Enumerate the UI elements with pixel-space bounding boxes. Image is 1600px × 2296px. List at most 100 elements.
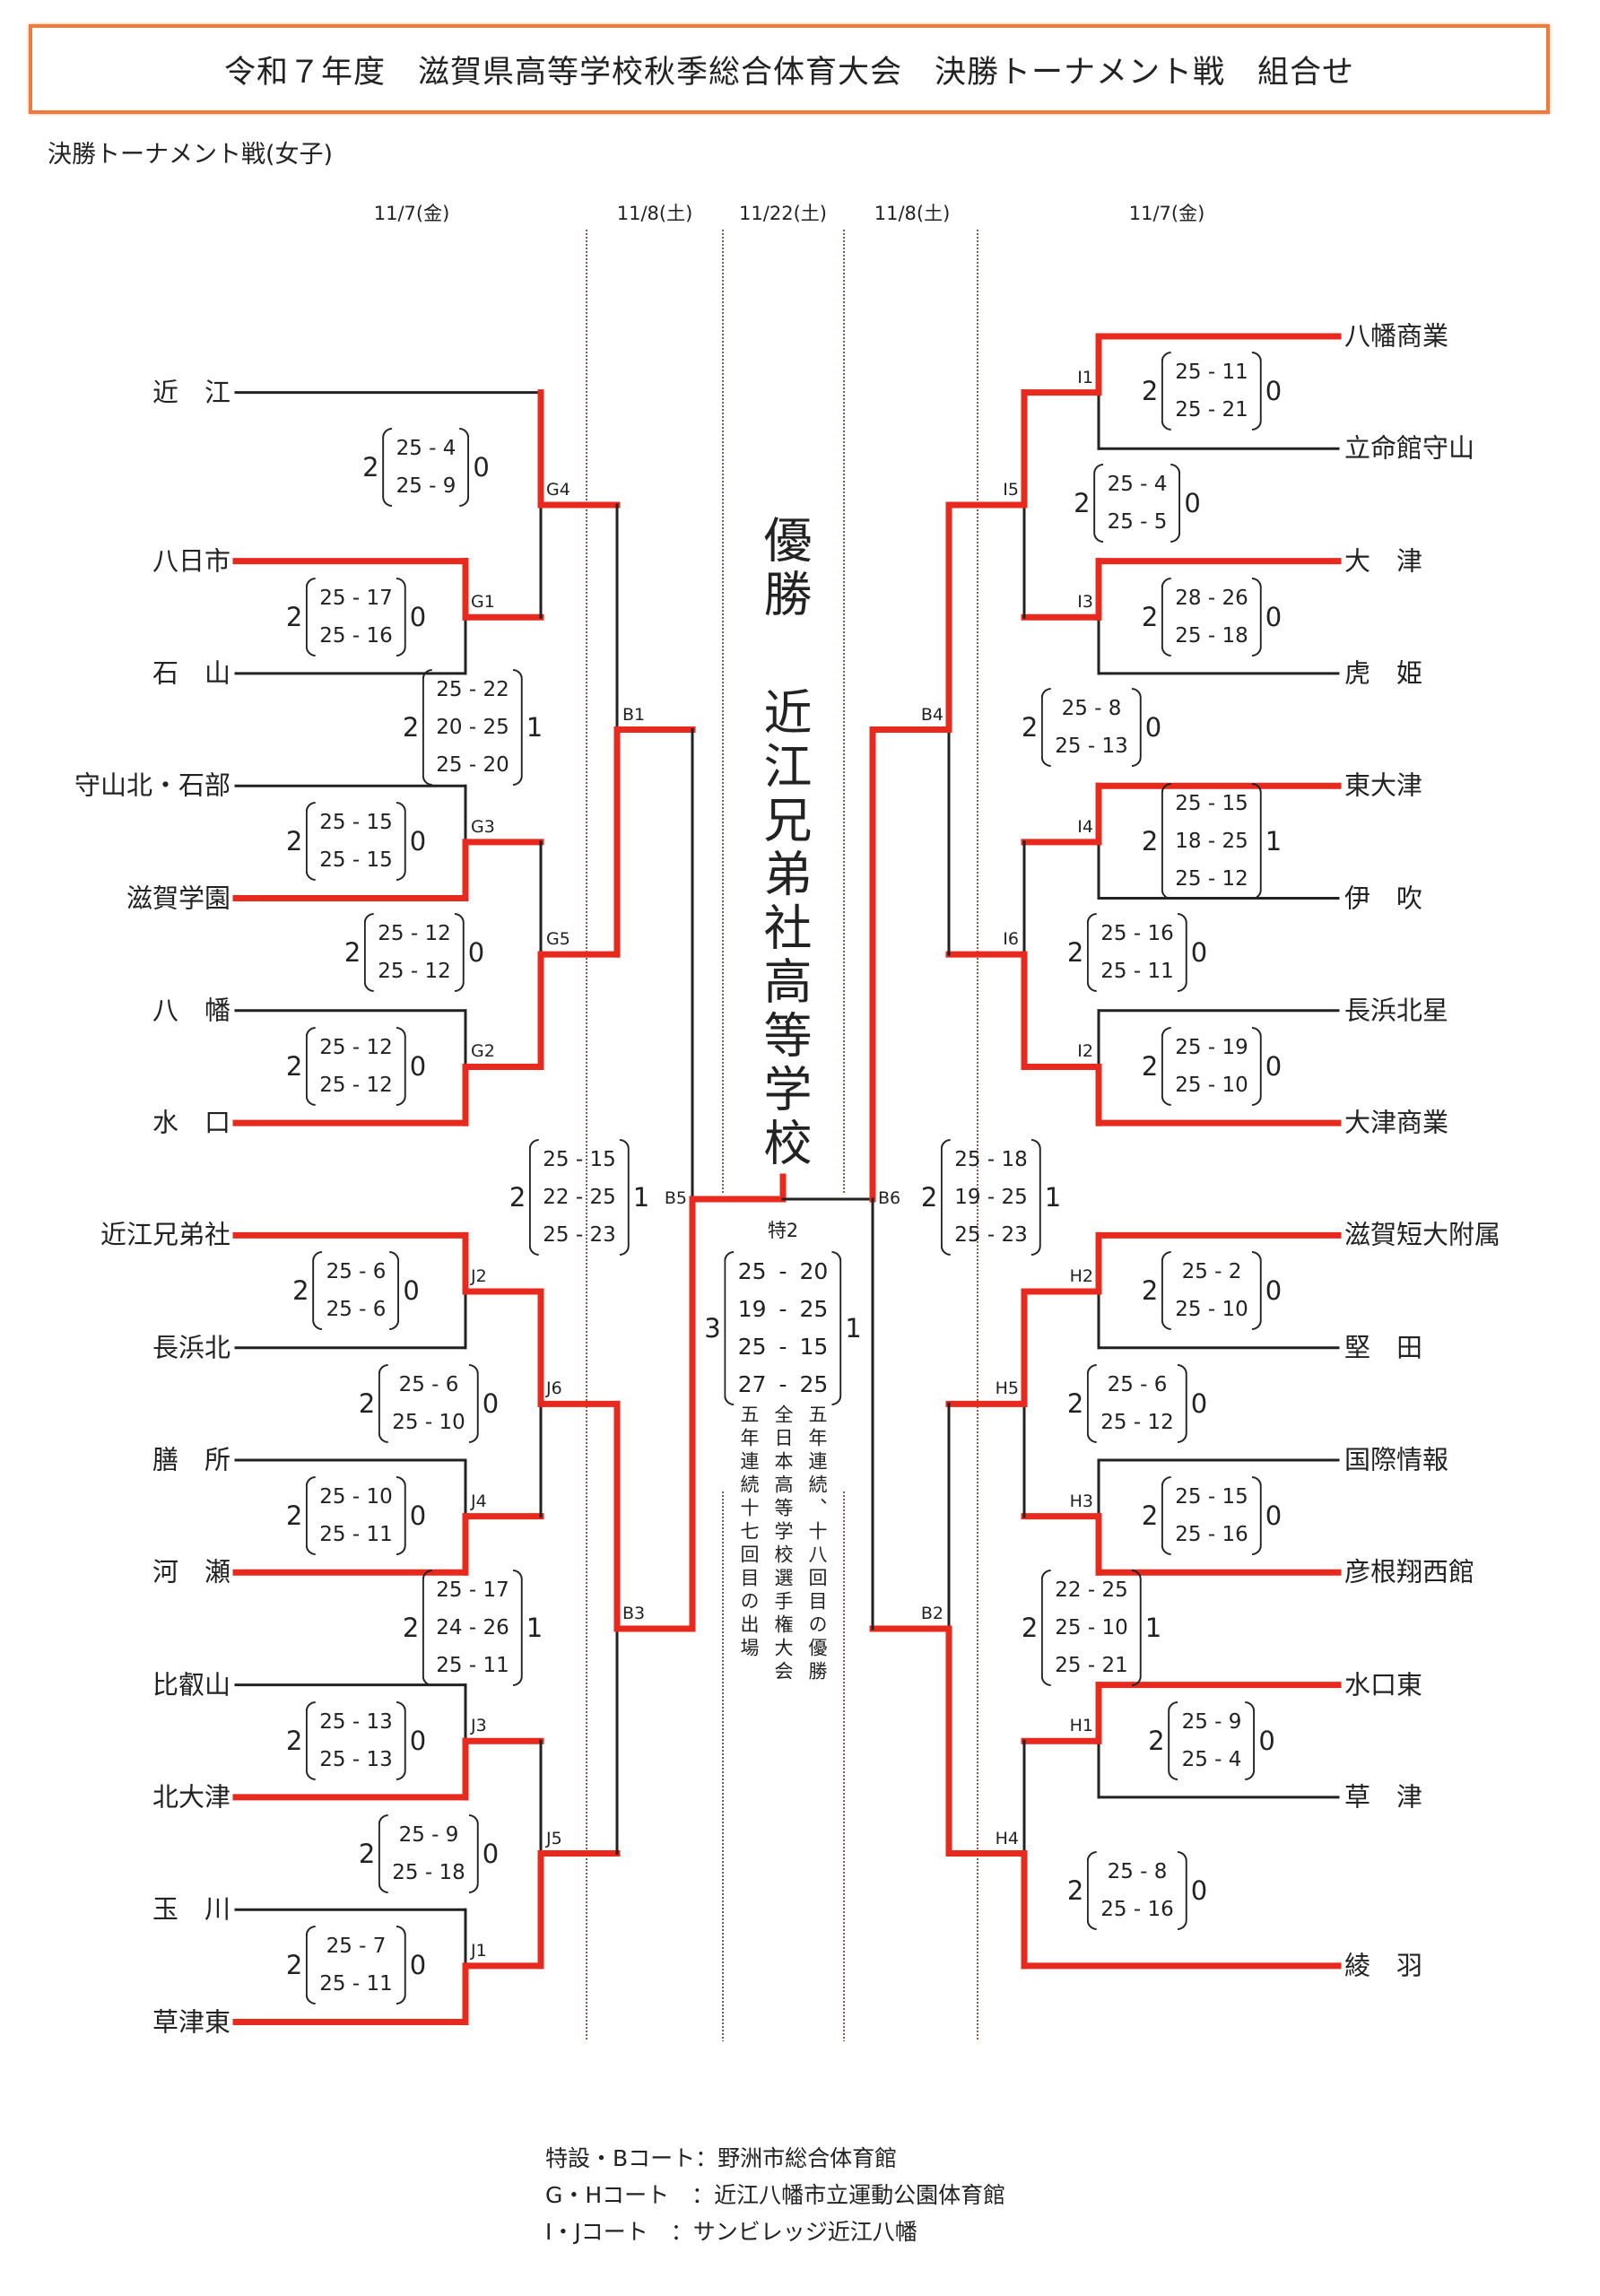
set-score: 25 - 12 — [319, 1074, 393, 1097]
sets-won-right: 0 — [1190, 1875, 1208, 1906]
sets-won-left: 2 — [1148, 1726, 1165, 1756]
venue-item: I・Jコート ：サンビレッジ近江八幡 — [545, 2219, 917, 2245]
right-brace — [1170, 464, 1181, 543]
team-name: 近江兄弟社 — [100, 1219, 230, 1250]
set-score: 25 - 19 — [1175, 1036, 1248, 1059]
set-score: 25 - 5 — [1107, 510, 1168, 534]
match-code: B5 — [664, 1188, 687, 1208]
match-code: G1 — [471, 592, 495, 613]
set-score: 25 - 2 — [1181, 1260, 1242, 1283]
sets-won-right: 1 — [526, 712, 543, 743]
right-brace — [1251, 1476, 1262, 1555]
match-code: J3 — [471, 1716, 487, 1736]
sets-won-left: 2 — [1141, 602, 1159, 632]
match-code: J4 — [471, 1491, 487, 1511]
sets-won-left: 2 — [1141, 1051, 1159, 1082]
left-brace — [306, 1701, 317, 1780]
sets-won-left: 2 — [358, 1388, 376, 1419]
set-score: 25 - 16 — [1100, 922, 1174, 945]
sets-won-left: 2 — [285, 1950, 303, 1980]
right-brace — [1251, 783, 1262, 900]
match-code: I2 — [1077, 1041, 1093, 1062]
sets-won-left: 2 — [1141, 826, 1159, 857]
match-code: J1 — [471, 1940, 487, 1961]
bracket-subtitle: 決勝トーナメント戦(女子) — [48, 141, 334, 169]
match-code: H1 — [1069, 1716, 1093, 1736]
set-score: 25 - 8 — [1061, 697, 1122, 720]
sets-won-left: 2 — [285, 1726, 303, 1756]
team-name: 玉 川 — [152, 1893, 230, 1925]
sets-won-right: 0 — [482, 1388, 500, 1419]
sets-won-left: 2 — [1066, 937, 1084, 968]
right-brace — [454, 913, 465, 992]
set-score: 27 - 25 — [737, 1371, 829, 1397]
right-brace — [619, 1139, 630, 1256]
sets-won-right: 0 — [409, 1500, 427, 1531]
sets-won-left: 2 — [1021, 712, 1039, 743]
team-name: 伊 吹 — [1344, 883, 1423, 913]
round-date: 11/8(土) — [616, 203, 693, 224]
set-score: 25 - 16 — [1100, 1898, 1174, 1921]
set-score: 25 - 11 — [1100, 960, 1174, 983]
right-brace — [468, 1814, 479, 1893]
sets-won-left: 2 — [1021, 1613, 1039, 1643]
note-line: 五年連続、十八回目の優勝 — [806, 1405, 828, 1684]
left-brace — [1087, 913, 1098, 992]
left-brace — [378, 1364, 389, 1443]
team-name: 滋賀学園 — [126, 883, 230, 913]
left-brace — [1041, 688, 1052, 767]
sets-won-left: 2 — [920, 1182, 938, 1213]
team-name: 国際情報 — [1344, 1444, 1449, 1475]
right-brace — [1251, 578, 1262, 657]
sets-won-left: 2 — [285, 1051, 303, 1082]
right-brace — [396, 1701, 406, 1780]
sets-won-left: 2 — [285, 1500, 303, 1531]
set-score: 25 - 4 — [396, 437, 457, 460]
sets-won-right: 0 — [1265, 376, 1283, 406]
set-score: 25 - 15 — [319, 848, 393, 872]
left-brace — [306, 802, 317, 881]
sets-won-right: 0 — [409, 1950, 427, 1980]
sets-won-left: 2 — [1074, 488, 1091, 518]
sets-won-right: 0 — [1144, 712, 1162, 743]
match-code: B6 — [878, 1188, 901, 1208]
left-brace — [422, 1570, 433, 1686]
sets-won-right: 1 — [1144, 1613, 1162, 1643]
set-score: 25 - 15 — [543, 1148, 616, 1171]
sets-won-left: 2 — [402, 712, 420, 743]
match-code: B4 — [920, 704, 943, 725]
set-score: 25 - 6 — [1107, 1373, 1168, 1396]
champion-school: 近江兄弟社高等学校 — [755, 687, 812, 1171]
sets-won-left: 2 — [1066, 1388, 1084, 1419]
champion-notes: 五年連続、十八回目の優勝 全日本高等学校選手権大会 五年連続十七回目の出場 — [732, 1405, 834, 1684]
set-score: 25 - 11 — [1175, 361, 1248, 384]
left-brace — [312, 1251, 323, 1330]
venue-list: 特設・Bコート：野洲市総合体育館 G・Hコート ：近江八幡市立運動公園体育館 I… — [545, 2140, 1005, 2250]
set-score: 25 - 9 — [1181, 1710, 1242, 1734]
team-name: 水 口 — [152, 1107, 230, 1138]
team-name: 八幡商業 — [1344, 320, 1449, 352]
sets-won-left: 2 — [1141, 376, 1159, 406]
set-score: 25 - 20 — [436, 753, 509, 777]
sets-won-right: 1 — [1265, 826, 1283, 857]
team-name: 綾 羽 — [1344, 1950, 1423, 1981]
sets-won-right: 0 — [473, 452, 490, 483]
right-brace — [1030, 1139, 1041, 1256]
sets-won-right: 0 — [1265, 1500, 1283, 1531]
right-brace — [1131, 1570, 1142, 1686]
